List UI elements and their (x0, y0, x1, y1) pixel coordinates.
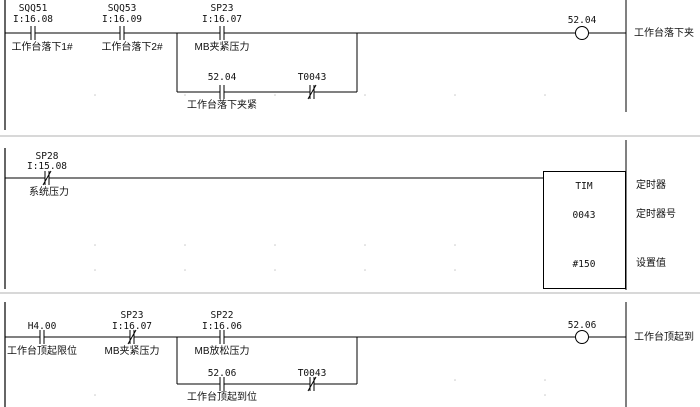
contact-symbol: SQQ51 (18, 3, 48, 14)
contact-address: I:15.08 (26, 161, 68, 172)
rung-1-wiring (5, 26, 626, 100)
contact-address: I:16.07 (201, 14, 243, 25)
timer-name: TIM (575, 181, 593, 192)
contact-symbol: SP23 (120, 310, 144, 321)
contact-symbol: SP28 (35, 151, 59, 162)
grid-dots (94, 94, 546, 396)
rung-3-wiring (5, 329, 626, 392)
contact-symbol: SQQ53 (107, 3, 137, 14)
branch-contact-comment: 工作台顶起到位 (187, 392, 257, 403)
rung-2-wiring (5, 170, 625, 246)
contact-comment: 系统压力 (29, 187, 69, 198)
contact-address: I:16.09 (101, 14, 143, 25)
contact-address: I:16.08 (12, 14, 54, 25)
contact-symbol: SP22 (210, 310, 234, 321)
coil-address: 52.04 (567, 15, 597, 26)
contact-address: I:16.06 (201, 321, 243, 332)
coil-comment: 工作台顶起到 (634, 332, 694, 343)
contact-comment: MB夹紧压力 (194, 42, 250, 53)
branch-contact-address: T0043 (297, 72, 327, 83)
contact-comment: 工作台落下1# (11, 42, 73, 53)
timer-number-label: 定时器号 (636, 209, 676, 220)
contact-symbol: SP23 (210, 3, 234, 14)
contact-comment: 工作台落下2# (101, 42, 163, 53)
timer-setpoint: #150 (572, 259, 596, 270)
branch-contact-address: 52.04 (207, 72, 237, 83)
timer-setpoint-label: 设置值 (636, 258, 666, 269)
branch-contact-comment: 工作台落下夹紧 (187, 100, 257, 111)
timer-number: 0043 (572, 210, 596, 221)
branch-contact-address: T0043 (297, 368, 327, 379)
contact-comment: MB放松压力 (194, 346, 250, 357)
timer-instruction-box[interactable] (543, 171, 626, 289)
contact-comment: MB夹紧压力 (104, 346, 160, 357)
coil-address: 52.06 (567, 320, 597, 331)
timer-label: 定时器 (636, 180, 666, 191)
branch-contact-address: 52.06 (207, 368, 237, 379)
coil-comment: 工作台落下夹 (634, 28, 694, 39)
contact-address: I:16.07 (111, 321, 153, 332)
contact-address: H4.00 (27, 321, 57, 332)
contact-comment: 工作台顶起限位 (7, 346, 77, 357)
